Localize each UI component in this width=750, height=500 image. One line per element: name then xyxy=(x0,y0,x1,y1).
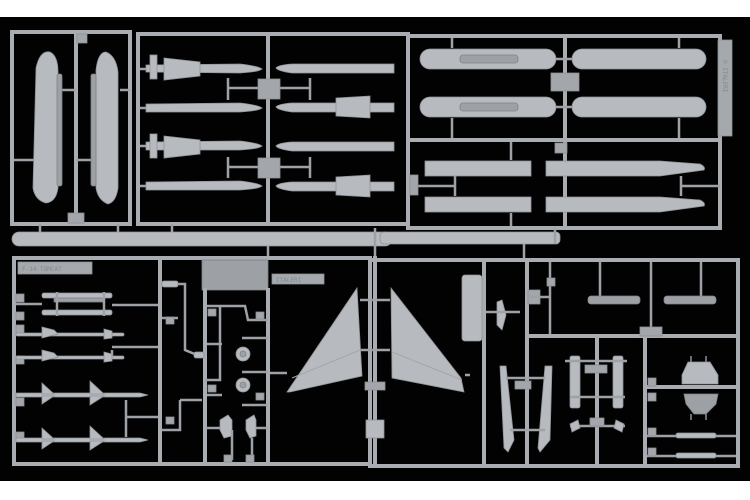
antenna-bar xyxy=(587,295,717,305)
lower-left-frame: F-14 TOMCAT xyxy=(12,256,162,466)
small-blade xyxy=(496,299,507,331)
missile-7 xyxy=(275,141,395,152)
small-bracket xyxy=(365,419,385,439)
sparrow-2 xyxy=(15,349,125,363)
lower-right-frame xyxy=(368,258,740,468)
fuselage-beam xyxy=(11,224,561,260)
sprue-label-tag-center: ITALERI xyxy=(271,273,325,285)
strut-part-1 xyxy=(161,280,179,288)
sprue-label-tag-lower-left: F-14 TOMCAT xyxy=(17,261,93,275)
missile-2 xyxy=(145,102,263,113)
missile-6 xyxy=(275,95,395,119)
seat-part xyxy=(681,356,719,420)
panel-part xyxy=(461,274,483,342)
stabilizers xyxy=(270,256,470,466)
sprue-label-tag-upper-right: © ITALERI xyxy=(717,39,733,137)
missile-3 xyxy=(145,133,263,159)
phoenix-2 xyxy=(15,425,149,451)
lower-center-frame: ITALERI xyxy=(158,256,372,466)
sprue-plate xyxy=(201,259,269,291)
upper-right-frame: © ITALERI xyxy=(406,34,733,230)
gear-door-2 xyxy=(245,414,257,439)
fuel-tank-2 xyxy=(571,96,707,118)
rod-part-2 xyxy=(675,452,717,459)
rail-launcher-2 xyxy=(41,309,113,316)
tag-text-upper-right: © ITALERI xyxy=(721,60,728,93)
wheel-2 xyxy=(235,377,251,393)
phoenix-1 xyxy=(15,380,149,406)
pylon-4 xyxy=(545,196,705,213)
missile-8 xyxy=(275,174,395,198)
pod-1 xyxy=(419,48,557,70)
rail-launcher-1 xyxy=(41,292,113,303)
pod-2 xyxy=(419,96,557,118)
fuel-tank-1 xyxy=(571,48,707,70)
stabilizer-right xyxy=(390,286,465,393)
upper-left-frame xyxy=(10,30,132,226)
missile-4 xyxy=(145,180,263,191)
missile-1 xyxy=(145,54,263,81)
tag-text-center: ITALERI xyxy=(276,277,302,284)
strut-assembly xyxy=(565,355,627,433)
conformal-tank-right xyxy=(90,51,119,205)
sparrow-1 xyxy=(15,326,125,340)
missile-5 xyxy=(275,63,395,74)
stabilizer-left xyxy=(286,286,363,393)
pylon-2 xyxy=(424,196,532,213)
wheel-1 xyxy=(235,346,251,362)
conformal-tank-left xyxy=(32,51,63,204)
tag-text-lower-left: F-14 TOMCAT xyxy=(22,266,62,273)
strut-part-2 xyxy=(193,351,205,359)
upper-center-frame xyxy=(136,32,410,226)
gear-door-1 xyxy=(219,414,233,439)
rod-part-1 xyxy=(675,432,717,439)
pylon-1 xyxy=(424,160,532,177)
pylon-3 xyxy=(545,160,705,177)
